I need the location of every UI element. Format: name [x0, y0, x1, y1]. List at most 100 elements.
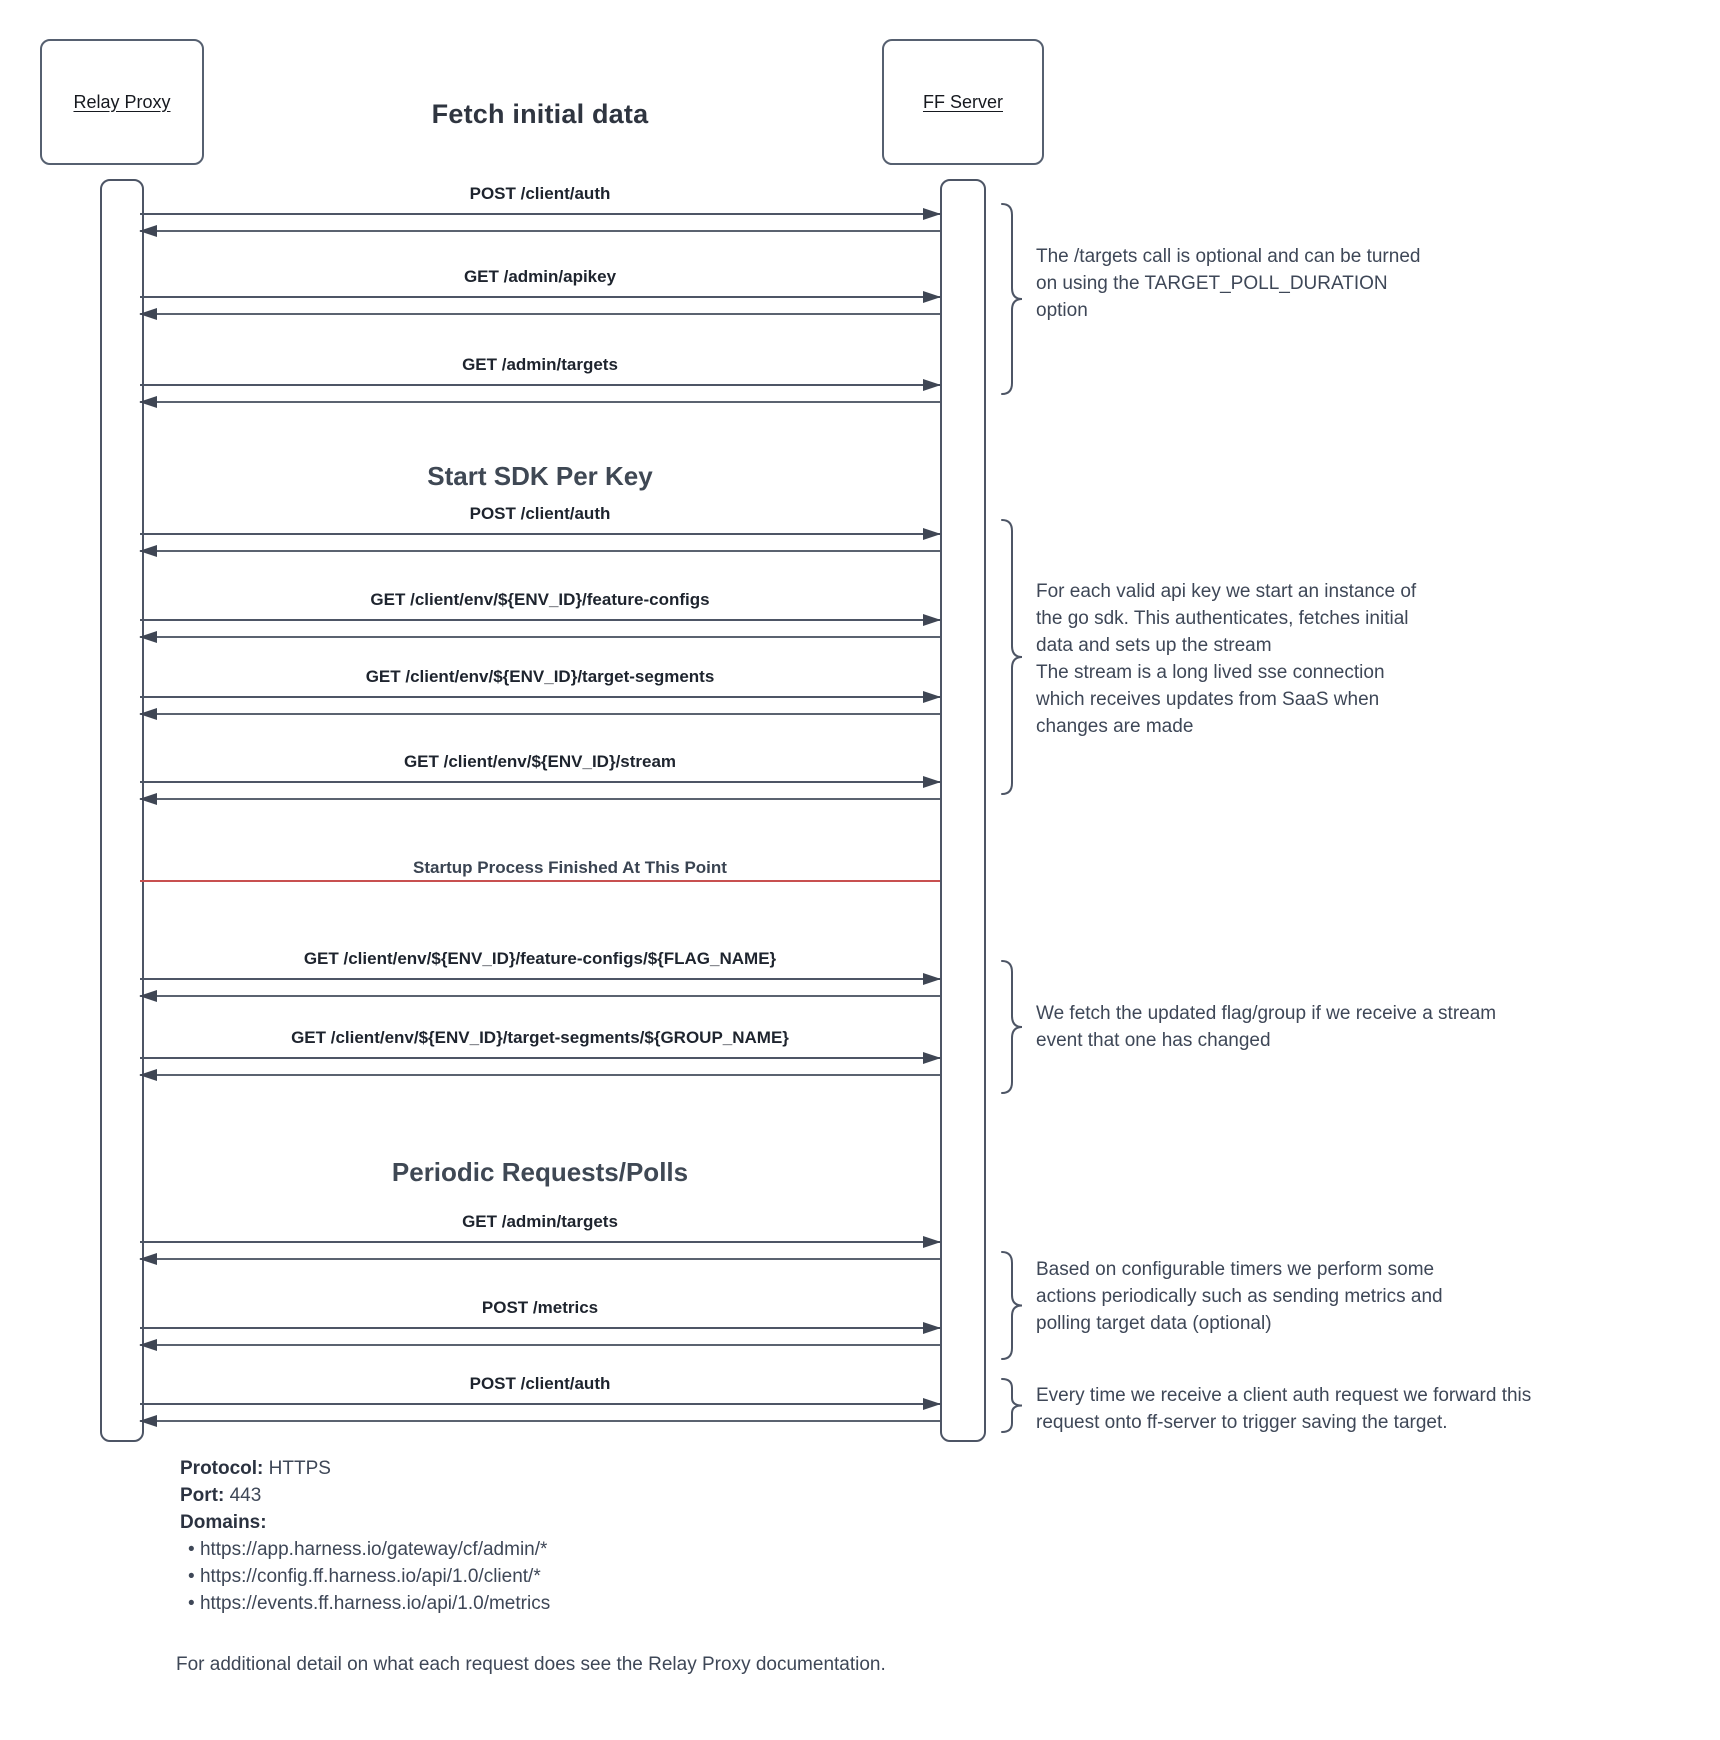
actor-label-relay-proxy: Relay Proxy [73, 91, 171, 112]
protocol-value: HTTPS [268, 1458, 331, 1479]
brace-icon [1001, 1251, 1023, 1360]
message-get-stream: GET /client/env/${ENV_ID}/stream [139, 751, 941, 807]
arrowhead-right-icon [923, 1398, 941, 1410]
domain-admin-url: https://app.harness.io/gateway/cf/admin/… [180, 1536, 550, 1563]
return-arrow [139, 1415, 940, 1427]
request-arrow [140, 379, 941, 391]
message-label: GET /client/env/${ENV_ID}/stream [403, 752, 677, 771]
connection-details: Protocol: HTTPS Port: 443 Domains: https… [180, 1455, 550, 1617]
message-post-client-auth-3: POST /client/auth [139, 1373, 941, 1429]
documentation-note: For additional detail on what each reque… [176, 1654, 886, 1675]
arrowhead-left-icon [139, 793, 157, 805]
arrowhead-right-icon [923, 973, 941, 985]
message-label: GET /client/env/${ENV_ID}/feature-config… [303, 949, 777, 968]
protocol-line: Protocol: HTTPS [180, 1455, 550, 1482]
message-label: GET /admin/targets [462, 1212, 618, 1231]
arrowhead-left-icon [139, 1069, 157, 1081]
arrowhead-left-icon [139, 631, 157, 643]
message-post-client-auth-2: POST /client/auth [139, 503, 941, 559]
arrowhead-right-icon [923, 208, 941, 220]
return-arrow [139, 225, 940, 237]
return-arrow [139, 545, 940, 557]
request-arrow [140, 1052, 941, 1064]
message-label: GET /admin/targets [462, 355, 618, 374]
return-arrow [139, 631, 940, 643]
domain-client-url: https://config.ff.harness.io/api/1.0/cli… [180, 1563, 550, 1590]
port-label: Port: [180, 1485, 225, 1506]
request-arrow [140, 208, 941, 220]
return-arrow [139, 1339, 940, 1351]
return-arrow [139, 990, 940, 1002]
message-label: POST /client/auth [469, 504, 611, 523]
arrowhead-right-icon [923, 691, 941, 703]
request-arrow [140, 973, 941, 985]
return-arrow [139, 1069, 940, 1081]
brace-icon [1001, 519, 1023, 795]
message-get-admin-targets-2: GET /admin/targets [139, 1211, 941, 1267]
startup-finished-line [140, 880, 940, 882]
arrowhead-right-icon [923, 614, 941, 626]
message-post-metrics: POST /metrics [139, 1297, 941, 1353]
port-line: Port: 443 [180, 1482, 550, 1509]
arrowhead-right-icon [923, 528, 941, 540]
arrowhead-left-icon [139, 708, 157, 720]
section-title-periodic: Periodic Requests/Polls [391, 1157, 689, 1187]
lifeline-ff-server [940, 179, 986, 1442]
return-arrow [139, 708, 940, 720]
message-label: POST /metrics [481, 1298, 599, 1317]
request-arrow [140, 691, 941, 703]
arrowhead-left-icon [139, 308, 157, 320]
request-arrow [140, 776, 941, 788]
annotation-stream-event: We fetch the updated flag/group if we re… [1036, 1003, 1497, 1051]
annotation-client-auth-forward: Every time we receive a client auth requ… [1036, 1385, 1532, 1433]
message-label: POST /client/auth [469, 1374, 611, 1393]
request-arrow [140, 291, 941, 303]
brace-icon [1001, 203, 1023, 395]
brace-icon [1001, 960, 1023, 1094]
arrowhead-left-icon [139, 1253, 157, 1265]
arrowhead-right-icon [923, 1322, 941, 1334]
message-post-client-auth-1: POST /client/auth [139, 183, 941, 239]
return-arrow [139, 793, 940, 805]
message-get-target-segments: GET /client/env/${ENV_ID}/target-segment… [139, 666, 941, 722]
return-arrow [139, 1253, 940, 1265]
annotation-periodic-timers: Based on configurable timers we perform … [1036, 1259, 1443, 1334]
message-get-feature-configs: GET /client/env/${ENV_ID}/feature-config… [139, 589, 941, 645]
message-get-feature-config-flag: GET /client/env/${ENV_ID}/feature-config… [139, 948, 941, 1004]
message-get-admin-apikey: GET /admin/apikey [139, 266, 941, 322]
message-label: GET /client/env/${ENV_ID}/feature-config… [370, 590, 710, 609]
arrowhead-right-icon [923, 379, 941, 391]
arrowhead-right-icon [923, 1236, 941, 1248]
protocol-label: Protocol: [180, 1458, 264, 1479]
request-arrow [140, 1398, 941, 1410]
annotation-targets-optional: The /targets call is optional and can be… [1036, 246, 1421, 321]
arrowhead-left-icon [139, 225, 157, 237]
arrowhead-left-icon [139, 1339, 157, 1351]
diagram-title: Fetch initial data [431, 99, 649, 129]
startup-finished-label: Startup Process Finished At This Point [413, 858, 727, 877]
request-arrow [140, 614, 941, 626]
arrowhead-left-icon [139, 1415, 157, 1427]
annotation-sdk-per-key: For each valid api key we start an insta… [1036, 581, 1417, 737]
actor-box-ff-server: FF Server [882, 39, 1044, 165]
arrowhead-left-icon [139, 545, 157, 557]
message-label: GET /client/env/${ENV_ID}/target-segment… [291, 1028, 789, 1047]
return-arrow [139, 308, 940, 320]
port-value: 443 [229, 1485, 262, 1506]
actor-box-relay-proxy: Relay Proxy [40, 39, 204, 165]
request-arrow [140, 1322, 941, 1334]
message-label: POST /client/auth [469, 184, 611, 203]
domains-label: Domains: [180, 1512, 267, 1533]
lifeline-relay-proxy [100, 179, 144, 1442]
message-label: GET /client/env/${ENV_ID}/target-segment… [365, 667, 715, 686]
arrowhead-right-icon [923, 291, 941, 303]
arrowhead-right-icon [923, 1052, 941, 1064]
actor-label-ff-server: FF Server [922, 91, 1003, 112]
message-get-target-segment-group: GET /client/env/${ENV_ID}/target-segment… [139, 1027, 941, 1083]
message-get-admin-targets-1: GET /admin/targets [139, 354, 941, 410]
domain-metrics-url: https://events.ff.harness.io/api/1.0/met… [180, 1590, 550, 1617]
message-label: GET /admin/apikey [463, 267, 617, 286]
brace-icon [1001, 1378, 1023, 1433]
section-title-start-sdk: Start SDK Per Key [427, 461, 653, 491]
